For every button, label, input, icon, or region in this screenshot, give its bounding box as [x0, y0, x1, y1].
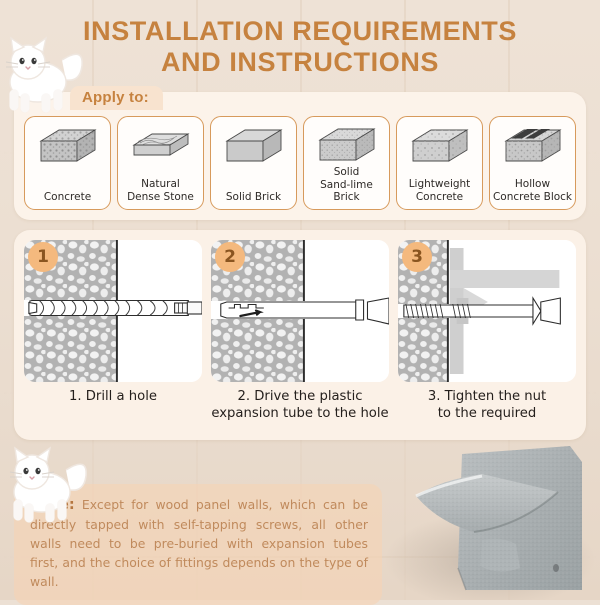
page-title-line-2: AND INSTRUCTIONS: [160, 47, 440, 77]
step-figure-2[interactable]: 2: [211, 240, 389, 382]
step-number-badge-1: 1: [28, 242, 58, 272]
step-caption-line-2: to the required: [437, 406, 537, 421]
step-figure-1[interactable]: 1: [24, 240, 202, 382]
installation-steps-panel: 1: [14, 230, 586, 440]
note-body: Except for wood panel walls, which can b…: [30, 497, 368, 589]
step-caption-1: 1. Drill a hole: [24, 388, 202, 436]
step-caption-line-1: 1. Drill a hole: [68, 389, 157, 404]
material-label-line-2: Dense Stone: [127, 190, 194, 203]
material-card-concrete[interactable]: Concrete: [24, 116, 111, 210]
fine-speckled-block-icon: [316, 124, 378, 166]
expansion-tube-diagram: [211, 240, 389, 382]
step-caption-line-1: 3. Tighten the nut: [427, 389, 547, 404]
material-label-line-2: Concrete Block: [492, 190, 573, 203]
apply-to-label: Apply to:: [70, 86, 163, 110]
material-label: Lightweight Concrete: [409, 178, 471, 205]
porous-block-icon: [409, 124, 471, 168]
step-caption-line-1: 2. Drive the plastic: [237, 389, 363, 404]
material-card-hollow-concrete-block[interactable]: Hollow Concrete Block: [489, 116, 576, 210]
step-caption-3: 3. Tighten the nut to the required: [398, 388, 576, 436]
speckled-block-icon: [37, 124, 99, 168]
note-panel: Note: Except for wood panel walls, which…: [14, 484, 382, 605]
apply-to-panel: Concrete Natural Dense Stone: [14, 92, 586, 220]
step-caption-2: 2. Drive the plastic expansion tube to t…: [211, 388, 389, 436]
cat-illustration-bottom: [9, 446, 87, 523]
material-label: Natural Dense Stone: [127, 178, 194, 205]
hollow-core-block-icon: [502, 124, 564, 168]
step-figure-3[interactable]: 3: [398, 240, 576, 382]
material-label-line-2: Concrete: [415, 190, 464, 203]
step-figure-row: 1: [24, 240, 576, 382]
cat-illustration-top: [5, 36, 83, 113]
material-label-line-1: Hollow: [514, 178, 551, 190]
step-number-badge-2: 2: [215, 242, 245, 272]
material-card-solid-sand-lime-brick[interactable]: Solid Sand-lime Brick: [303, 116, 390, 210]
product-photo-felt-bracket: [385, 446, 595, 600]
step-caption-line-2: expansion tube to the hole: [211, 406, 389, 421]
rough-slab-icon: [130, 124, 192, 168]
step-number-badge-3: 3: [402, 242, 432, 272]
material-card-natural-dense-stone[interactable]: Natural Dense Stone: [117, 116, 204, 210]
material-card-solid-brick[interactable]: Solid Brick: [210, 116, 297, 210]
material-label-line-1: Lightweight: [408, 178, 471, 190]
material-card-lightweight-concrete[interactable]: Lightweight Concrete: [396, 116, 483, 210]
material-label-line-1: Natural: [141, 178, 180, 190]
step-caption-row: 1. Drill a hole 2. Drive the plastic exp…: [24, 388, 576, 436]
note-text: Note: Except for wood panel walls, which…: [30, 495, 368, 591]
material-label-line-2: Sand-lime Brick: [320, 178, 373, 204]
plain-block-icon: [223, 124, 285, 168]
material-label: Solid Sand-lime Brick: [306, 166, 387, 206]
drill-bit-diagram: [24, 240, 202, 382]
material-card-list: Concrete Natural Dense Stone: [24, 116, 576, 210]
page-title: INSTALLATION REQUIREMENTS AND INSTRUCTIO…: [0, 16, 600, 78]
material-label: Solid Brick: [225, 190, 282, 203]
material-label: Concrete: [43, 190, 92, 203]
material-label-line-1: Solid: [333, 166, 360, 178]
material-label: Hollow Concrete Block: [493, 178, 572, 205]
page-title-line-1: INSTALLATION REQUIREMENTS: [83, 16, 517, 46]
